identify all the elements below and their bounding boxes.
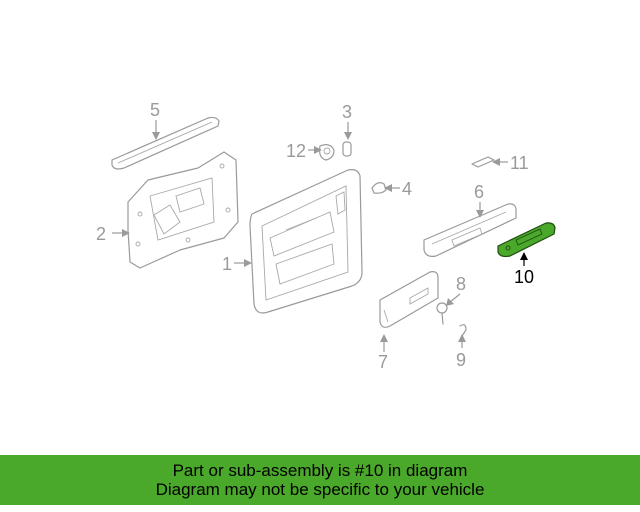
callout-1: 1 (222, 254, 232, 274)
banner-line-2: Diagram may not be specific to your vehi… (155, 480, 485, 499)
banner-line-1: Part or sub-assembly is #10 in diagram (172, 461, 468, 480)
leader-lines (112, 120, 528, 352)
part-10-highlighted[interactable] (497, 222, 556, 258)
callout-5: 5 (150, 100, 160, 120)
part-3-clip[interactable] (342, 141, 352, 157)
callout-8: 8 (456, 274, 466, 294)
callout-6: 6 (474, 182, 484, 202)
part-4-fastener[interactable] (371, 182, 387, 194)
part-8-screw[interactable] (436, 302, 448, 325)
part-1-door-trim-panel[interactable] (249, 169, 363, 314)
callout-2: 2 (96, 224, 106, 244)
callout-9: 9 (456, 350, 466, 370)
part-6-armrest[interactable] (423, 203, 517, 257)
part-2-door-frame[interactable] (127, 151, 239, 269)
part-7-pocket[interactable] (379, 271, 439, 328)
callout-10: 10 (514, 267, 534, 287)
info-banner: Part or sub-assembly is #10 in diagram D… (0, 455, 640, 505)
part-9-pin[interactable] (459, 324, 467, 337)
callout-4: 4 (402, 179, 412, 199)
callout-11: 11 (510, 153, 529, 173)
callout-12: 12 (286, 141, 306, 161)
part-5-trim-strip[interactable] (111, 116, 220, 170)
part-12-retainer[interactable] (319, 144, 335, 161)
callout-3: 3 (342, 102, 352, 122)
parts-diagram: 5 2 1 3 12 4 11 6 7 8 9 10 (96, 100, 556, 372)
part-11-clip[interactable] (471, 156, 495, 168)
callout-7: 7 (378, 352, 388, 372)
